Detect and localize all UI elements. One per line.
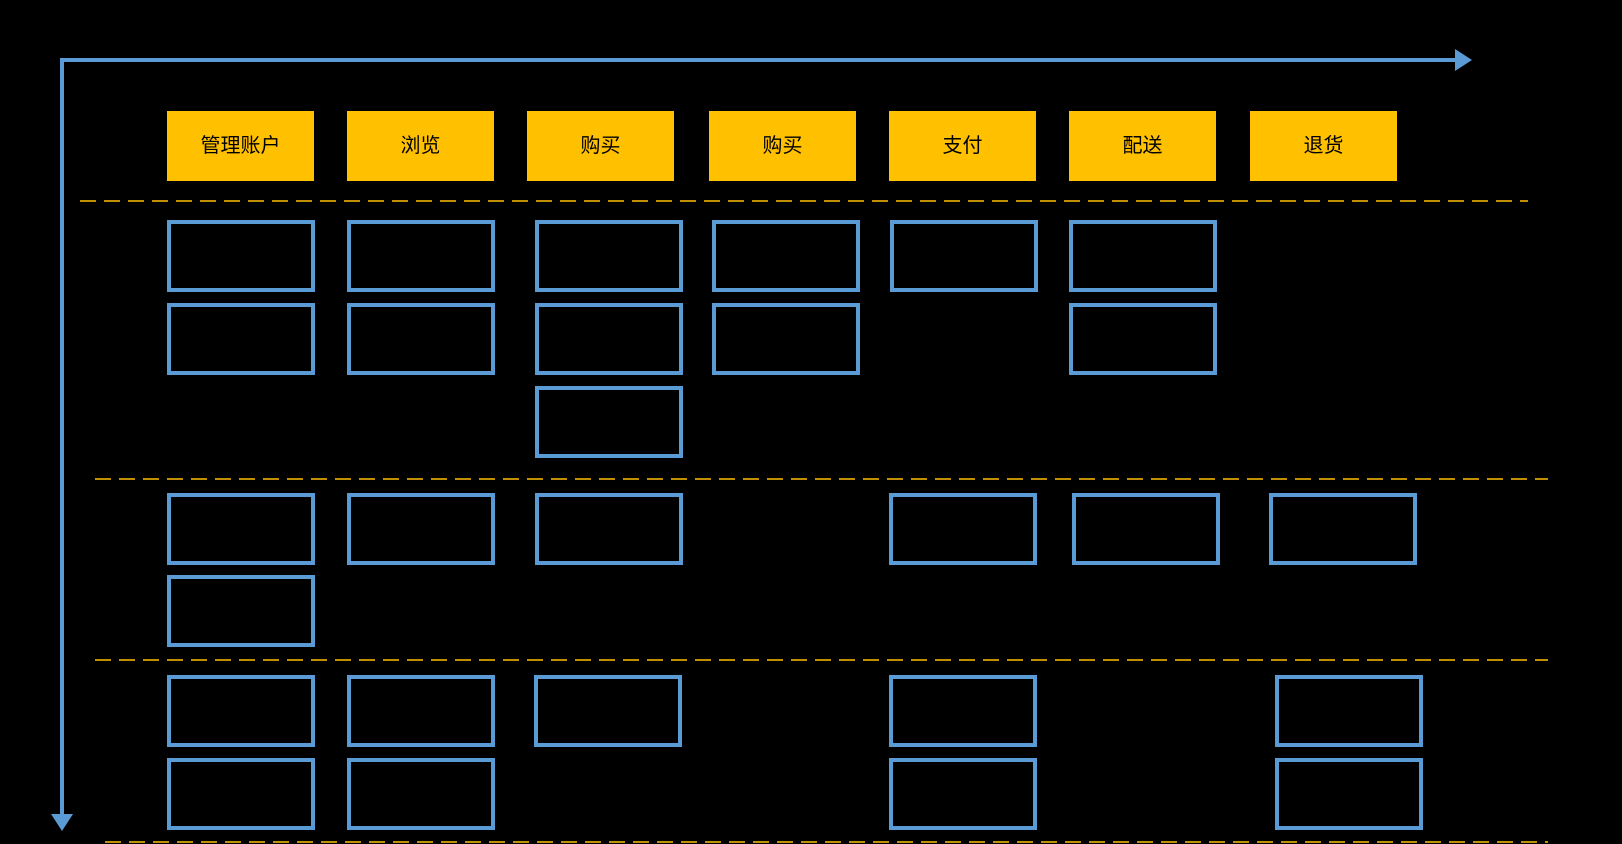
phase-header-return: 退货	[1250, 111, 1397, 181]
arrowhead-right-icon	[1455, 49, 1472, 71]
story-card-band-1-phase3-row2	[535, 303, 683, 375]
story-card-band-1-phase3-row1	[535, 220, 683, 292]
story-card-band-3-phase7-row2	[1275, 758, 1423, 830]
story-card-band-1-phase4-row2	[712, 303, 860, 375]
band-divider-3	[95, 659, 1548, 661]
story-card-band-2-phase6-row1	[1072, 493, 1220, 565]
story-card-band-2-phase2-row1	[347, 493, 495, 565]
story-card-band-1-phase3-row3	[535, 386, 683, 458]
story-card-band-3-phase5-row1	[889, 675, 1037, 747]
story-card-band-1-phase6-row2	[1069, 303, 1217, 375]
story-card-band-2-phase7-row1	[1269, 493, 1417, 565]
story-card-band-1-phase5-row1	[890, 220, 1038, 292]
timeline-arrow-vertical	[60, 58, 64, 816]
story-card-band-3-phase5-row2	[889, 758, 1037, 830]
phase-header-purchase-1: 购买	[527, 111, 674, 181]
phase-header-delivery: 配送	[1069, 111, 1216, 181]
story-card-band-3-phase1-row2	[167, 758, 315, 830]
band-divider-1	[80, 200, 1528, 202]
story-card-band-1-phase2-row1	[347, 220, 495, 292]
phase-header-browse: 浏览	[347, 111, 494, 181]
story-card-band-1-phase6-row1	[1069, 220, 1217, 292]
story-card-band-1-phase1-row1	[167, 220, 315, 292]
story-card-band-2-phase1-row2	[167, 575, 315, 647]
band-divider-4	[105, 841, 1548, 843]
timeline-arrow-horizontal	[60, 58, 1457, 62]
phase-header-manage-account: 管理账户	[167, 111, 314, 181]
story-card-band-2-phase3-row1	[535, 493, 683, 565]
phase-header-pay: 支付	[889, 111, 1036, 181]
story-card-band-3-phase7-row1	[1275, 675, 1423, 747]
story-card-band-2-phase1-row1	[167, 493, 315, 565]
story-card-band-3-phase2-row2	[347, 758, 495, 830]
story-card-band-1-phase1-row2	[167, 303, 315, 375]
story-card-band-2-phase5-row1	[889, 493, 1037, 565]
story-card-band-3-phase3-row1	[534, 675, 682, 747]
arrowhead-down-icon	[51, 814, 73, 831]
story-card-band-1-phase2-row2	[347, 303, 495, 375]
band-divider-2	[95, 478, 1548, 480]
story-card-band-1-phase4-row1	[712, 220, 860, 292]
story-card-band-3-phase2-row1	[347, 675, 495, 747]
phase-header-purchase-2: 购买	[709, 111, 856, 181]
story-card-band-3-phase1-row1	[167, 675, 315, 747]
